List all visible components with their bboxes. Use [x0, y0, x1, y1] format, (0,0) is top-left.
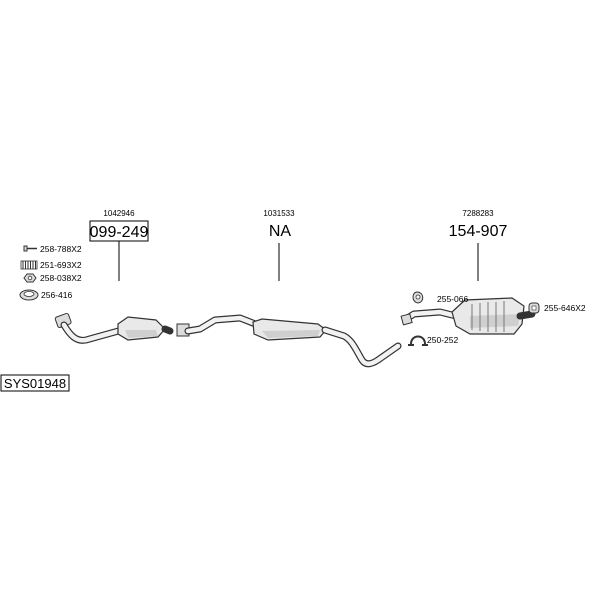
spring-icon	[20, 260, 38, 270]
rubber-hanger-icon	[412, 291, 424, 304]
small-part-gasket[interactable]: 256-416	[19, 289, 72, 301]
rubber-mount-icon	[528, 302, 540, 314]
part-label: 250-252	[427, 335, 458, 345]
assembly-rear: 7288283 154-907	[449, 209, 508, 281]
pipe-clamp-icon	[408, 335, 428, 346]
nut-icon	[23, 273, 37, 283]
part-label: 258-788X2	[40, 244, 82, 254]
gasket-ring-icon	[19, 289, 39, 301]
front-pipe-catalytic-converter[interactable]	[54, 312, 174, 344]
rear-silencer-assembly[interactable]	[400, 297, 536, 335]
part-label: 255-646X2	[544, 303, 586, 313]
small-part-bolt[interactable]: 258-788X2	[23, 244, 82, 254]
part-label: 251-693X2	[40, 260, 82, 270]
part-label: 258-038X2	[40, 273, 82, 283]
small-part-rubber-hanger[interactable]: 255-066	[412, 291, 468, 304]
diagram-id-box	[0, 374, 70, 392]
assembly-number: 1031533	[263, 209, 295, 218]
assembly-front: 1042946 099-249	[89, 209, 149, 281]
bolt-icon	[23, 245, 37, 252]
assembly-number: 7288283	[462, 209, 494, 218]
assembly-code[interactable]: 099-249	[90, 224, 149, 241]
assembly-code[interactable]: NA	[269, 223, 292, 240]
assembly-middle: 1031533 NA	[263, 209, 295, 281]
small-part-spring[interactable]: 251-693X2	[20, 260, 82, 270]
middle-pipe-silencer[interactable]	[176, 314, 402, 368]
part-label: 256-416	[41, 290, 72, 300]
small-part-rubber-mount[interactable]: 255-646X2	[528, 302, 586, 314]
small-part-pipe-clamp[interactable]: 250-252	[408, 335, 458, 346]
assembly-code[interactable]: 154-907	[449, 223, 508, 240]
diagram-id: SYS01948	[4, 376, 66, 391]
assembly-number: 1042946	[103, 209, 135, 218]
part-label: 255-066	[437, 294, 468, 304]
diagram-id-label: SYS01948	[0, 374, 70, 392]
small-part-nut[interactable]: 258-038X2	[23, 273, 82, 283]
